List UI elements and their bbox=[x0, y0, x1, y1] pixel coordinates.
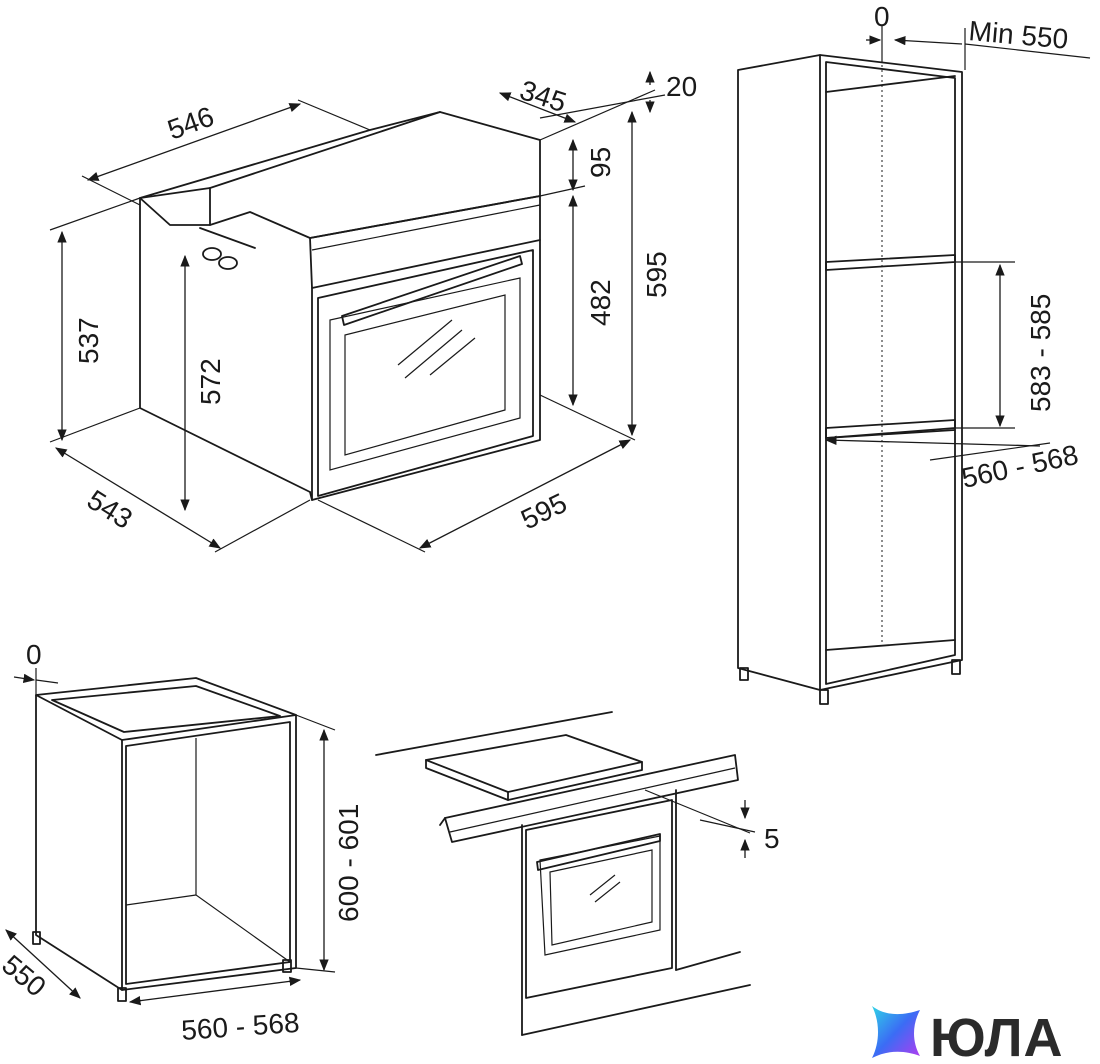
label-panel-height: 95 bbox=[585, 147, 616, 178]
column-cabinet-drawing bbox=[737, 54, 963, 705]
oven-dimension-lines bbox=[49, 70, 666, 553]
label-door-height: 482 bbox=[585, 279, 616, 326]
label-base-gap: 0 bbox=[26, 639, 42, 670]
column-cabinet-dimension-lines bbox=[824, 25, 1091, 461]
label-column-gap: 0 bbox=[874, 1, 890, 32]
label-top-gap: 20 bbox=[666, 71, 697, 102]
label-min-depth: Min 550 bbox=[967, 15, 1069, 55]
label-base-depth: 550 bbox=[0, 949, 52, 1003]
base-cabinet-drawing bbox=[32, 677, 297, 1002]
label-total-height: 595 bbox=[641, 251, 672, 298]
label-side-height: 537 bbox=[73, 317, 104, 364]
logo-mark-icon bbox=[872, 1006, 920, 1058]
label-top-width: 546 bbox=[163, 101, 218, 146]
label-body-height: 572 bbox=[195, 358, 226, 405]
oven-drawing bbox=[139, 111, 541, 501]
under-counter-drawing bbox=[375, 711, 756, 1036]
label-counter-gap: 5 bbox=[764, 823, 780, 854]
label-depth: 543 bbox=[82, 484, 138, 535]
label-depth-top: 345 bbox=[516, 74, 570, 118]
logo: ЮЛА bbox=[872, 1006, 1064, 1064]
label-niche-height: 583 - 585 bbox=[1025, 294, 1056, 412]
label-base-width: 560 - 568 bbox=[180, 1007, 300, 1046]
label-base-height: 600 - 601 bbox=[333, 804, 364, 922]
base-cabinet-dimension-lines bbox=[5, 668, 336, 1006]
logo-text: ЮЛА bbox=[930, 1008, 1064, 1064]
